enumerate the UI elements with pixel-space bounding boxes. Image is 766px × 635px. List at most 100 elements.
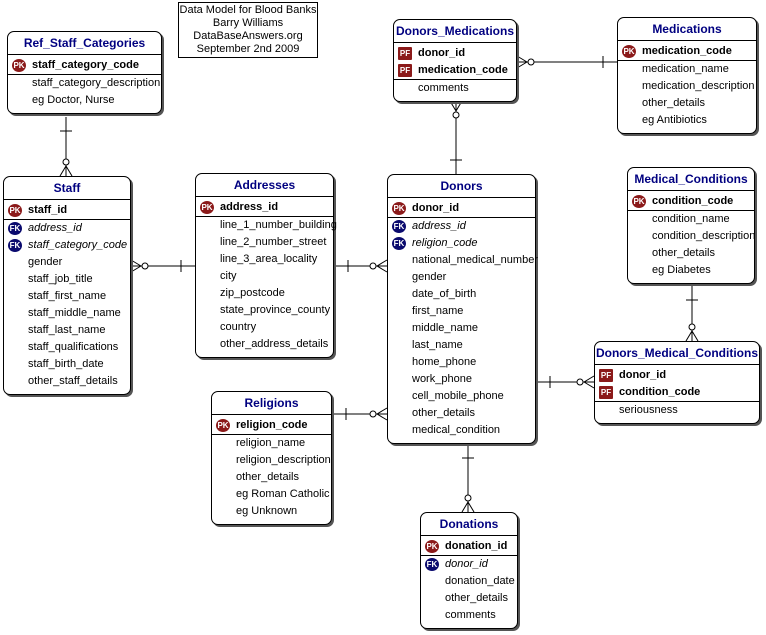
attribute: eg Doctor, Nurse bbox=[32, 94, 115, 106]
crows-foot-marker bbox=[376, 413, 388, 421]
crows-foot-marker bbox=[685, 330, 693, 342]
attribute-name: donor_id bbox=[418, 47, 466, 59]
attribute: staff_birth_date bbox=[28, 358, 104, 370]
attribute: line_3_area_locality bbox=[220, 253, 318, 265]
pk-key-icon: PK bbox=[632, 195, 646, 208]
attribute: gender bbox=[412, 271, 447, 283]
attribute-name: staff_category_code bbox=[32, 59, 139, 71]
entity-name: Donations bbox=[421, 513, 517, 536]
pk-key-icon: PK bbox=[216, 419, 230, 432]
attribute-name: staff_id bbox=[28, 204, 68, 216]
primary-key-attribute: PK staff_category_code bbox=[8, 57, 161, 75]
attribute: staff_last_name bbox=[28, 324, 106, 336]
pk-key-icon: PK bbox=[8, 204, 22, 217]
note-line: Data Model for Blood Banks bbox=[179, 4, 317, 16]
attribute: medical_condition bbox=[412, 424, 501, 436]
pf-key-icon: PF bbox=[398, 47, 412, 60]
attribute: religion_description bbox=[236, 454, 331, 466]
note-line: September 2nd 2009 bbox=[196, 43, 300, 55]
entity-name: Medications bbox=[618, 18, 756, 41]
zero-optional-marker bbox=[688, 323, 696, 331]
attribute-name: religion_code bbox=[236, 419, 308, 431]
attribute: first_name bbox=[412, 305, 464, 317]
attribute-name: donation_id bbox=[445, 540, 508, 552]
fk-key-icon: FK bbox=[392, 220, 406, 233]
fk-key-icon: FK bbox=[8, 239, 22, 252]
attribute: other_details bbox=[412, 407, 475, 419]
crows-foot-marker bbox=[461, 501, 469, 513]
zero-optional-marker bbox=[464, 494, 472, 502]
attribute: middle_name bbox=[412, 322, 479, 334]
entity-name: Religions bbox=[212, 392, 331, 415]
attribute: other_details bbox=[642, 97, 705, 109]
crows-foot-marker bbox=[376, 407, 388, 415]
attribute-name: condition_code bbox=[619, 386, 701, 398]
attribute-list: PK medication_code medication_name medicati… bbox=[618, 41, 756, 133]
attribute: gender bbox=[28, 256, 63, 268]
pk-key-icon: PK bbox=[425, 540, 439, 553]
attribute: comments bbox=[418, 82, 469, 94]
fk-key-icon: FK bbox=[8, 222, 22, 235]
pk-key-icon: PK bbox=[12, 59, 26, 72]
note-line: Barry Williams bbox=[212, 17, 284, 29]
attribute: line_2_number_street bbox=[220, 236, 327, 248]
attribute: other_details bbox=[445, 592, 508, 604]
attribute: last_name bbox=[412, 339, 463, 351]
attribute: comments bbox=[445, 609, 496, 621]
entity-name: Medical_Conditions bbox=[628, 168, 754, 191]
entity-name: Staff bbox=[4, 177, 130, 200]
attribute-name: medication_code bbox=[642, 45, 732, 57]
zero-optional-marker bbox=[452, 111, 460, 119]
fk-key-icon: FK bbox=[392, 237, 406, 250]
attribute: eg Unknown bbox=[236, 505, 298, 517]
zero-optional-marker bbox=[141, 262, 149, 270]
pk-key-icon: PK bbox=[622, 45, 636, 58]
pf-key-icon: PF bbox=[398, 64, 412, 77]
primary-key-attribute: PK medication_code bbox=[618, 43, 756, 61]
crows-foot-marker bbox=[130, 265, 142, 273]
attribute: line_1_number_building bbox=[220, 219, 337, 231]
entity-name: Donors bbox=[388, 175, 535, 198]
attribute: staff_job_title bbox=[28, 273, 93, 285]
pf-key-icon: PF bbox=[599, 369, 613, 382]
attribute: date_of_birth bbox=[412, 288, 477, 300]
attribute: zip_postcode bbox=[220, 287, 285, 299]
attribute-name: address_id bbox=[220, 201, 279, 213]
attribute: staff_middle_name bbox=[28, 307, 121, 319]
attribute: country bbox=[220, 321, 257, 333]
primary-key-attribute: PF donor_id bbox=[595, 367, 759, 384]
crows-foot-marker bbox=[449, 100, 457, 112]
crows-foot-marker bbox=[376, 265, 388, 273]
attribute-name: donor_id bbox=[619, 369, 667, 381]
attribute: eg Antibiotics bbox=[642, 114, 707, 126]
fk-key-icon: FK bbox=[425, 558, 439, 571]
attribute-name: condition_code bbox=[652, 195, 734, 207]
attribute: medication_description bbox=[642, 80, 755, 92]
attribute: staff_first_name bbox=[28, 290, 107, 302]
crows-foot-marker bbox=[516, 55, 528, 63]
attribute: seriousness bbox=[619, 404, 678, 416]
attribute: condition_name bbox=[652, 213, 730, 225]
primary-key-attribute: PK donation_id bbox=[421, 538, 517, 556]
attribute: medication_name bbox=[642, 63, 729, 75]
attribute: other_details bbox=[236, 471, 299, 483]
attribute: other_address_details bbox=[220, 338, 329, 350]
attribute-name: religion_code bbox=[412, 237, 478, 249]
